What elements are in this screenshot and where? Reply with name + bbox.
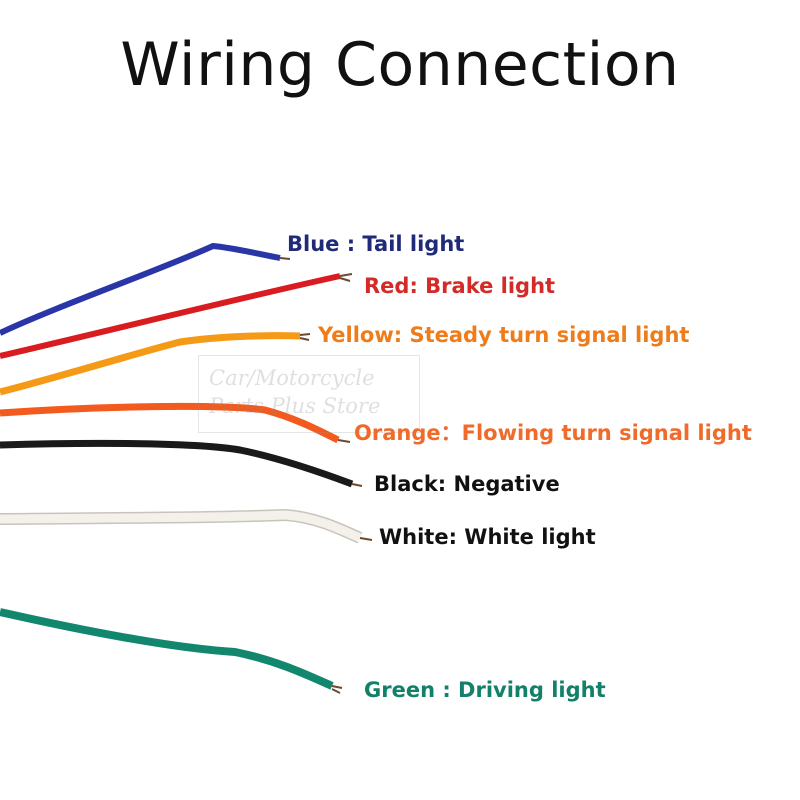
tip-red xyxy=(339,273,353,282)
page-title: Wiring Connection xyxy=(120,30,680,100)
wire-blue xyxy=(0,242,281,336)
tip-white xyxy=(359,537,373,541)
label-blue-tail-light: Blue : Tail light xyxy=(287,232,465,256)
label-red-brake-light: Red: Brake light xyxy=(364,274,556,298)
tip-green xyxy=(331,685,343,694)
tip-orange xyxy=(337,439,351,443)
wire-orange xyxy=(0,402,340,444)
wire-tips xyxy=(279,257,373,694)
wire-white xyxy=(0,510,362,543)
wire-black xyxy=(0,439,354,488)
tip-blue xyxy=(279,257,291,260)
tip-black xyxy=(351,483,363,487)
label-black-negative: Black: Negative xyxy=(374,472,560,496)
label-white-white-light: White: White light xyxy=(379,525,596,549)
wire-red xyxy=(0,273,341,359)
label-orange-flowing-turn-signal: Orange：Flowing turn signal light xyxy=(354,421,752,445)
wire-green xyxy=(0,608,334,690)
wire-yellow xyxy=(0,332,301,396)
label-yellow-steady-turn-signal: Yellow: Steady turn signal light xyxy=(318,323,690,347)
tip-yellow xyxy=(299,333,311,341)
label-green-driving-light: Green : Driving light xyxy=(364,678,606,702)
